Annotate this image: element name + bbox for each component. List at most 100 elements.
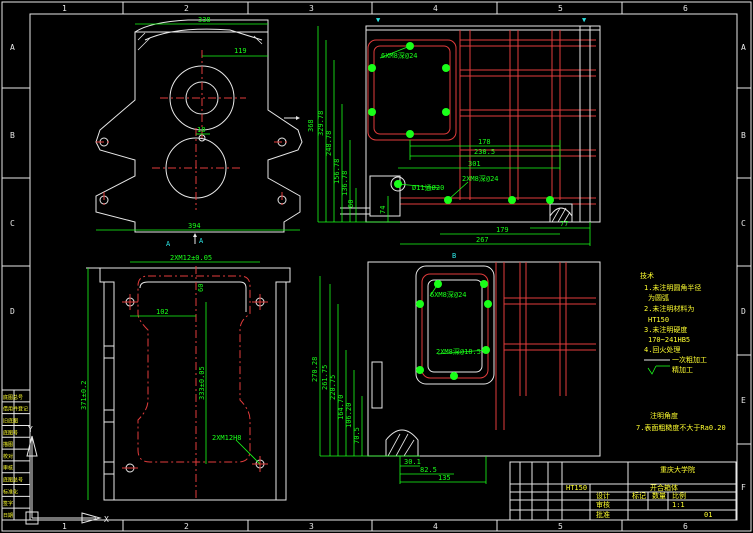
row-label-left-b: B — [10, 131, 15, 140]
col-label-b3: 3 — [309, 522, 314, 531]
arrow-label-a: A — [199, 237, 204, 245]
dim-v2-w3: 301 — [468, 160, 481, 168]
notes-line3b: 170~241HB5 — [648, 336, 690, 344]
row-labels-right: A B C D E F — [741, 43, 746, 492]
notes-line1: 1.未注明圆角半径 — [644, 283, 701, 292]
col-label-b4: 4 — [433, 522, 438, 531]
notes-line3: 3.未注明硬度 — [644, 325, 687, 334]
ucs-y-label: Y — [28, 425, 33, 434]
row-label-d: D — [741, 307, 746, 316]
title-cell-3: 标记 — [632, 491, 646, 500]
callout-v4-2: 2XM8深@18.5 — [436, 347, 481, 356]
col-label-2: 2 — [184, 4, 189, 13]
dim-v4-h3: 220.75 — [329, 375, 337, 400]
dim-v2-h4: 156.78 — [333, 159, 341, 184]
ucs-x-label: X — [104, 515, 109, 524]
dim-v4-w1: 30.1 — [404, 458, 421, 466]
title-cell-0: 设计 — [596, 491, 610, 500]
col-label-6: 6 — [683, 4, 688, 13]
dim-v2-h6: 60 — [347, 200, 355, 208]
notes-legend2: 精加工 — [672, 365, 693, 374]
section-label-a: A — [166, 240, 171, 248]
title-cell-1: 审核 — [596, 500, 610, 509]
side-table-row: 旧底图 — [3, 417, 18, 424]
dim-v2-h2: 329.78 — [317, 111, 325, 136]
callout-v3-hole: 2XM12H8 — [212, 434, 242, 442]
row-label-a: A — [741, 43, 746, 52]
dim-v4-w2: 82.5 — [420, 466, 437, 474]
side-table-row: 底图号 — [3, 429, 18, 436]
view-side-top-right[interactable]: ▼ ▼ 368 329.78 248.78 156.78 136.78 60 7… — [307, 16, 601, 246]
title-part: 开合箱体 — [650, 483, 678, 492]
row-label-c: C — [741, 219, 746, 228]
view-top-bottom-left[interactable]: 2XM12±0.05 60 102 371±0.2 333±0.05 2XM12… — [80, 254, 291, 501]
side-table-row: 标准化 — [3, 488, 18, 495]
dim-v3-top-short: 60 — [197, 284, 205, 292]
row-label-left-a: A — [10, 43, 15, 52]
row-label-f: F — [741, 483, 746, 492]
dim-v2-w5: 179 — [496, 226, 509, 234]
notes-heading: 技术 — [640, 271, 654, 280]
view2-mark-1: ▼ — [376, 16, 381, 24]
dim-v4-h2: 261.75 — [321, 365, 329, 390]
side-table-row: 底图总号 — [3, 477, 23, 484]
ucs-icon: X Y — [25, 425, 109, 525]
callout-v2-3: 2XM8深@24 — [462, 174, 499, 183]
dim-v2-h5: 136.78 — [341, 171, 349, 196]
title-block: 重庆大学院 开合箱体 设计 审核 批准 标记 数量 比例 HT150 1:1 0… — [509, 461, 737, 521]
row-label-left-c: C — [10, 219, 15, 228]
col-label-b5: 5 — [558, 522, 563, 531]
row-label-b: B — [741, 131, 746, 140]
notes-line1b: 为圆弧 — [648, 293, 669, 302]
side-table-row: 审核 — [3, 465, 13, 472]
dim-v4-w3: 135 — [438, 474, 451, 482]
col-label-1: 1 — [62, 4, 67, 13]
dim-v3-top: 2XM12±0.05 — [170, 254, 212, 262]
column-labels-top: 1 2 3 4 5 6 — [62, 4, 688, 13]
col-label-5: 5 — [558, 4, 563, 13]
dim-v2-w4: 77 — [560, 220, 568, 228]
view4-label: B — [452, 252, 456, 260]
technical-notes: 技术 1.未注明圆角半径 为圆弧 2.未注明材料为 HT150 3.未注明硬度 … — [636, 271, 726, 432]
dim-v2-h7: 74 — [379, 206, 387, 214]
notes-legend1: 一次粗加工 — [672, 355, 707, 364]
title-cell-5: 比例 — [672, 491, 686, 500]
row-label-left-d: D — [10, 307, 15, 316]
callout-v2-1: 6XM8深@24 — [381, 51, 418, 60]
title-cell-4: 数量 — [652, 491, 666, 500]
col-label-3: 3 — [309, 4, 314, 13]
view-front-top-left[interactable]: 338 119 18 394 A A — [95, 16, 303, 248]
dim-v4-h5: 106.20 — [345, 403, 353, 428]
side-table-row: 校对 — [3, 453, 13, 460]
side-table-row: 底图总号 — [3, 394, 23, 401]
side-table-row: 描图 — [3, 441, 13, 448]
dim-v3-mid-h: 333±0.05 — [198, 366, 206, 400]
notes-line2b: HT150 — [648, 316, 669, 324]
col-label-4: 4 — [433, 4, 438, 13]
dim-v4-h1: 270.28 — [311, 357, 319, 382]
title-cell-8: 01 — [704, 511, 712, 519]
callout-v4-1: 6XM8深@24 — [430, 290, 467, 299]
dim-v3-height: 371±0.2 — [80, 380, 88, 410]
dim-width: 338 — [198, 16, 211, 24]
callout-v2-2: Ø11通Ø20 — [412, 183, 444, 192]
view2-mark-2: ▼ — [582, 16, 587, 24]
title-cell-7: 1:1 — [672, 501, 685, 509]
notes-extra2: 7.表面粗糙度不大于Ra0.20 — [636, 423, 726, 432]
side-table-row: 签字 — [3, 500, 13, 507]
notes-line4: 4.回火处理 — [644, 345, 680, 354]
dim-bottom-width: 394 — [188, 222, 201, 230]
dim-v3-left-w: 102 — [156, 308, 169, 316]
col-label-b1: 1 — [62, 522, 67, 531]
side-table-row: 日期 — [3, 513, 13, 519]
title-org: 重庆大学院 — [660, 465, 695, 474]
dim-v4-h4: 164.70 — [337, 395, 345, 420]
view-partial-bottom-mid[interactable]: B — [311, 252, 601, 484]
title-cell-2: 批准 — [596, 510, 610, 519]
dim-v2-h1: 368 — [307, 119, 315, 132]
dim-v2-w2: 238.5 — [474, 148, 495, 156]
col-label-b6: 6 — [683, 522, 688, 531]
